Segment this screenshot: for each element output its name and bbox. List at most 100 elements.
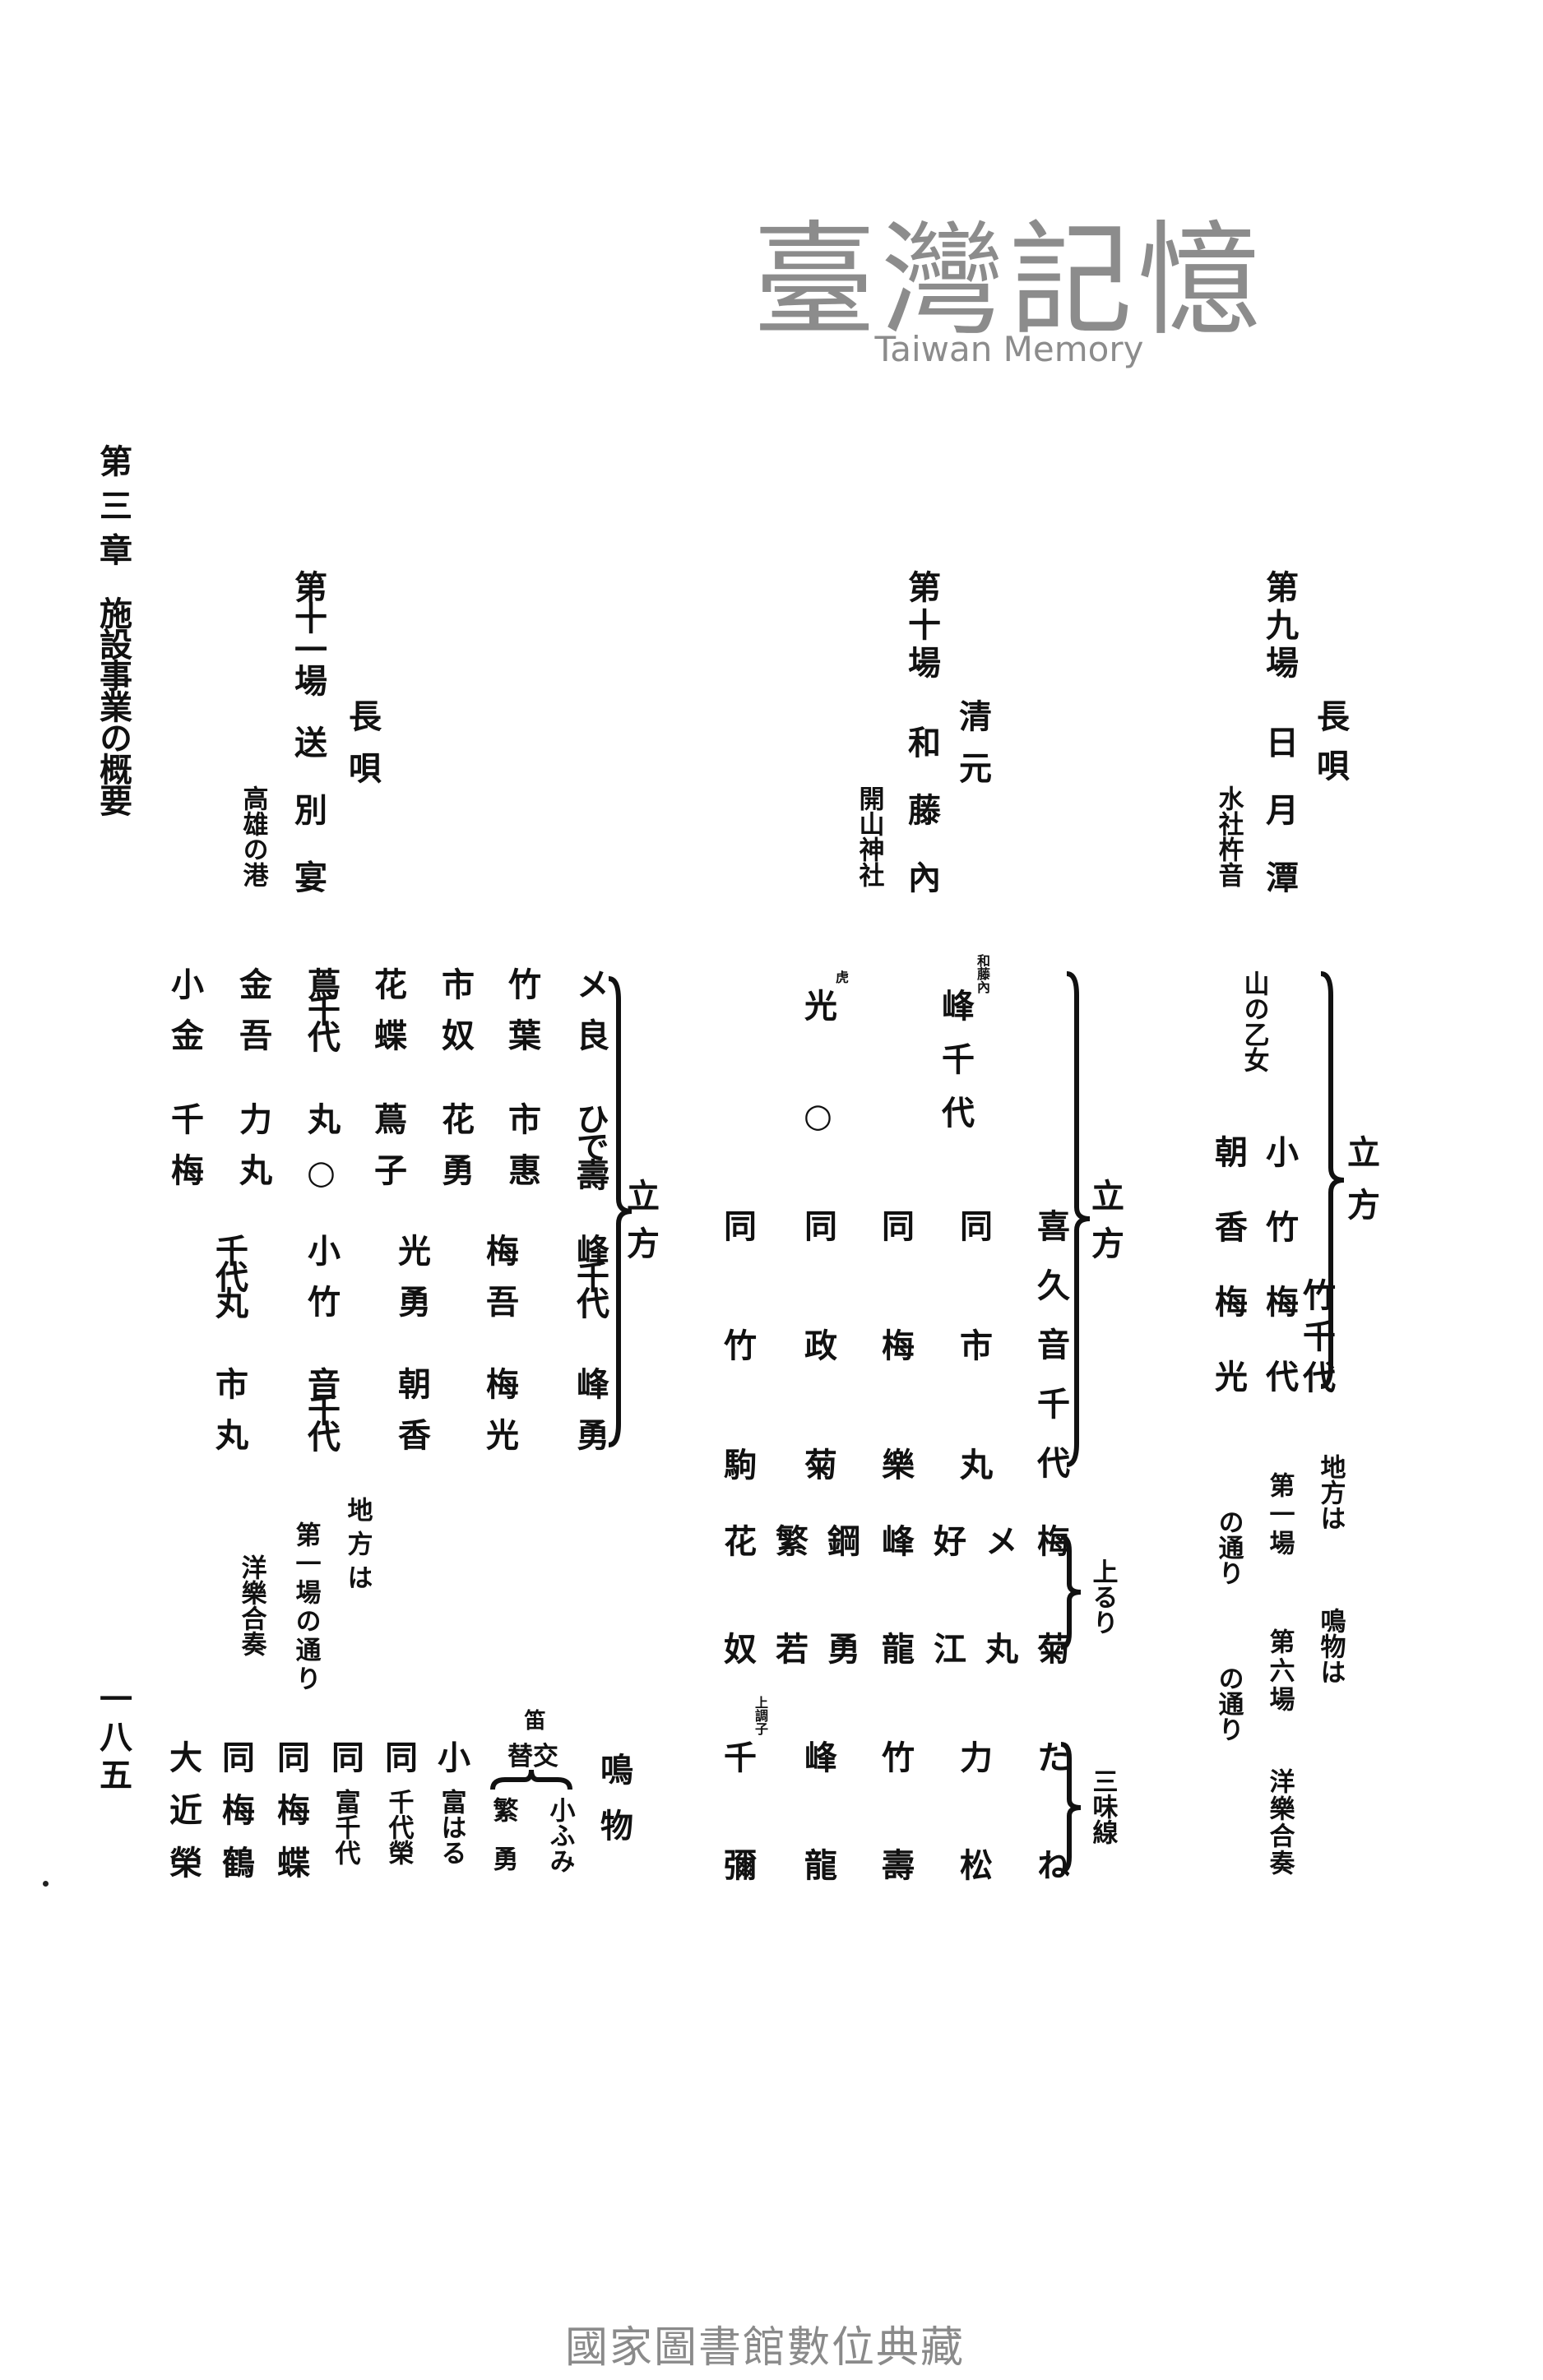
scene10-note-watonai: 和藤內 bbox=[975, 954, 990, 993]
section-heading: 施設事業の概要 bbox=[94, 596, 132, 815]
scene10-row-1: 喜久音千代 bbox=[1031, 1209, 1070, 1505]
scene11-narimono-4b: 千代榮 bbox=[383, 1789, 414, 1865]
scene9-extra: 洋樂合奏 bbox=[1264, 1768, 1295, 1877]
scene11-narimono-3b: 富はる bbox=[436, 1789, 466, 1865]
scene10-shamisen-1: たね bbox=[1031, 1740, 1070, 1956]
scene11-tachikata-brace bbox=[608, 976, 632, 1447]
scene10-row-3: 同梅樂 bbox=[876, 1209, 915, 1567]
performer: 峰勇 bbox=[571, 1367, 609, 1469]
scene9-jikata-suffix: の通り bbox=[1213, 1509, 1244, 1586]
performer: 竹葉 bbox=[503, 967, 541, 1069]
scene10-note-jochoshi: 上調子 bbox=[753, 1696, 768, 1735]
scene11-narimono-5a: 同 bbox=[326, 1740, 364, 1773]
performer: 市丸 bbox=[210, 1367, 248, 1469]
scene9-narimono-ref: 第六場 bbox=[1264, 1628, 1295, 1715]
scene9-narimono-suffix: の通り bbox=[1213, 1665, 1244, 1742]
performer: 花蝶 bbox=[368, 967, 407, 1069]
scene9-performers-col2: 朝香梅光 bbox=[1209, 1135, 1248, 1434]
scene11-genre: 長唄 bbox=[343, 699, 382, 803]
scene10-subtitle: 開山神社 bbox=[854, 785, 884, 887]
scene10-joruri-1: 梅菊 bbox=[1031, 1524, 1070, 1739]
performer: 千代丸 bbox=[210, 1234, 248, 1313]
scene10-performer-minechiyo: 峰千代 bbox=[936, 989, 975, 1149]
performer: ひで壽 bbox=[571, 1102, 609, 1186]
chapter-heading: 第三章 bbox=[94, 444, 132, 577]
scene11-narimono-7: 同梅鶴 bbox=[216, 1740, 255, 1898]
scene11-kotai-label: 交 替 bbox=[507, 1735, 558, 1772]
scene10-performer-circle: ○ bbox=[799, 1096, 837, 1135]
scene11-kotai-brace bbox=[490, 1769, 572, 1790]
watermark-logo: 臺灣記憶 bbox=[752, 210, 1267, 353]
kotai-char: 交 bbox=[533, 1742, 558, 1771]
scene11-narimono-1: 小ふみ bbox=[544, 1797, 575, 1873]
scene9-tachikata-brace bbox=[1320, 971, 1345, 1389]
scene10-tachikata-brace bbox=[1066, 971, 1091, 1467]
scene9-title: 日月潭 bbox=[1260, 725, 1299, 928]
performer: 音千代 bbox=[302, 1367, 341, 1446]
scene10-genre: 清元 bbox=[953, 699, 992, 803]
scene10-row-5: 同竹駒 bbox=[718, 1209, 757, 1567]
scene11-subtitle: 高雄の港 bbox=[238, 785, 268, 887]
performer: 蔦千代 bbox=[302, 967, 341, 1046]
scene9-jikata-ref: 第一場 bbox=[1264, 1472, 1295, 1558]
performer: 梅吾 bbox=[480, 1234, 519, 1336]
scene10-joruri-4: 峰龍 bbox=[876, 1524, 915, 1739]
scene10-note-tora: 虎 bbox=[833, 970, 849, 984]
scene10-number: 第十場 bbox=[902, 570, 941, 683]
scene10-joruri-7: 花奴 bbox=[718, 1524, 757, 1739]
scene9-genre: 長唄 bbox=[1311, 699, 1350, 798]
scene10-performer-hikari: 光 bbox=[799, 989, 837, 1021]
scene10-row-2: 同市丸 bbox=[954, 1209, 993, 1567]
performer: 花勇 bbox=[436, 1102, 475, 1204]
performer: 金吾 bbox=[234, 967, 272, 1069]
performer: 峰千代 bbox=[571, 1234, 609, 1313]
scene10-joruri-5: 鋼勇 bbox=[822, 1524, 860, 1739]
scene9-performer-yamanootome: 山の乙女 bbox=[1239, 970, 1269, 1072]
scene11-narimono-6: 同梅蝶 bbox=[271, 1740, 310, 1898]
scene10-shamisen-2: 力松 bbox=[954, 1740, 993, 1956]
scene10-joruri-3: 好江 bbox=[928, 1524, 966, 1739]
scene11-number: 第十一場 bbox=[289, 570, 327, 695]
footer-credit: 國家圖書館數位典藏 bbox=[564, 2323, 966, 2373]
performer: 市惠 bbox=[503, 1102, 541, 1204]
scene11-narimono-4a: 同 bbox=[379, 1740, 418, 1773]
performer: 丸○ bbox=[302, 1102, 341, 1210]
performer: メ良 bbox=[571, 967, 609, 1069]
scene10-shamisen-3: 竹壽 bbox=[876, 1740, 915, 1956]
scene10-joruri-brace bbox=[1060, 1535, 1082, 1650]
performer: 梅光 bbox=[480, 1367, 519, 1469]
scene10-shamisen-4: 峰龍 bbox=[799, 1740, 837, 1956]
kotai-char: 替 bbox=[507, 1742, 533, 1771]
watermark-english: Taiwan Memory bbox=[874, 329, 1144, 369]
scene10-joruri-2: メ丸 bbox=[980, 1524, 1018, 1739]
scene11-narimono-2: 繁勇 bbox=[488, 1797, 518, 1894]
scene10-tachikata-label: 立方 bbox=[1086, 1178, 1124, 1274]
scene9-number: 第九場 bbox=[1260, 570, 1299, 683]
scan-speck bbox=[43, 1881, 49, 1887]
scene9-subtitle: 水社杵音 bbox=[1213, 785, 1244, 887]
scene10-shamisen-label: 三味線 bbox=[1087, 1768, 1118, 1845]
scene10-shamisen-brace bbox=[1060, 1742, 1082, 1873]
scene9-narimono-label: 鳴物は bbox=[1315, 1608, 1346, 1684]
scene11-narimono-label: 鳴物 bbox=[595, 1753, 633, 1864]
scene10-shamisen-5: 千彌 bbox=[718, 1740, 757, 1956]
performer: 力丸 bbox=[234, 1102, 272, 1204]
scene11-narimono-5b: 富千代 bbox=[330, 1789, 360, 1865]
performer: 小竹 bbox=[302, 1234, 341, 1336]
scene11-extra: 洋樂合奏 bbox=[236, 1554, 266, 1656]
scene10-joruri-label: 上るり bbox=[1087, 1558, 1118, 1635]
scene10-title: 和藤內 bbox=[902, 725, 941, 928]
scene10-row-4: 同政菊 bbox=[799, 1209, 837, 1567]
scene11-tachikata-label: 立方 bbox=[621, 1178, 660, 1274]
scene11-narimono-8: 大近榮 bbox=[164, 1740, 202, 1898]
scene9-tachikata-label: 立方 bbox=[1341, 1135, 1380, 1240]
scene11-jikata-ref: 第一場の通り bbox=[290, 1521, 321, 1694]
scene11-narimono-3a: 小 bbox=[432, 1740, 470, 1773]
scene10-joruri-6: 繁若 bbox=[770, 1524, 809, 1739]
scene9-performers-col1: 小竹梅代 bbox=[1260, 1135, 1299, 1434]
scene11-jikata-label: 地方は bbox=[342, 1497, 373, 1598]
scene9-jikata-label: 地方は bbox=[1315, 1454, 1346, 1530]
performer: 市奴 bbox=[436, 967, 475, 1069]
performer: 千梅 bbox=[165, 1102, 204, 1204]
performer: 朝香 bbox=[392, 1367, 431, 1469]
